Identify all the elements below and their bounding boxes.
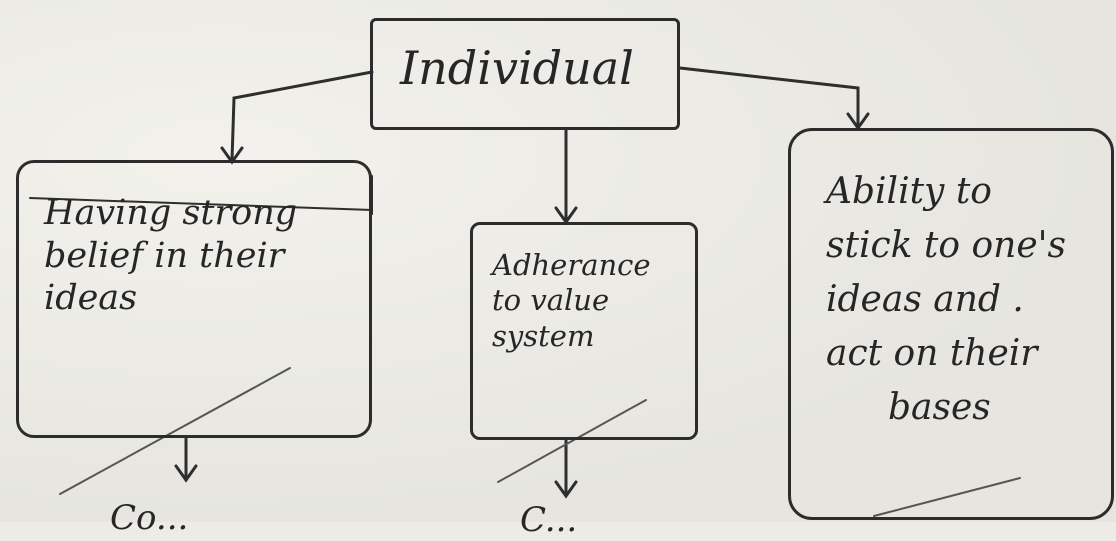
connector-root-left [230, 70, 374, 162]
root-node-label: Individual [400, 41, 634, 95]
child-node-right-box [788, 128, 1114, 520]
right-line-3: ideas and . [826, 279, 1024, 320]
right-line-5: bases [888, 387, 991, 428]
middle-line-1: Adherance [492, 248, 651, 282]
connector-root-right [678, 66, 860, 128]
arrowhead-left-down [174, 464, 198, 483]
arrowhead-middle-down [554, 480, 578, 499]
right-line-2: stick to one's [826, 225, 1066, 266]
child-node-left-label: Having strong belief in their ideas [44, 192, 297, 320]
child-node-middle-box [470, 222, 698, 440]
child-node-middle-label: Adherance to value system [492, 248, 651, 354]
left-line-3: ideas [44, 278, 138, 319]
scribble-middle [497, 399, 647, 483]
child-node-right-label: Ability to stick to one's ideas and . ac… [826, 165, 1066, 435]
right-line-1: Ability to [826, 171, 992, 212]
left-line-2: belief in their [44, 235, 285, 276]
connector-lines [29, 66, 1021, 517]
strike-line-left-top [29, 197, 373, 211]
bottom-middle-partial-text: C... [520, 500, 578, 540]
bottom-left-partial-text: Co... [110, 498, 189, 538]
child-node-left-box [16, 160, 372, 438]
middle-line-3: system [492, 318, 595, 353]
root-node-box [370, 18, 680, 130]
scribble-right [873, 477, 1021, 517]
scribble-left [59, 367, 291, 495]
middle-line-2: to value [492, 283, 610, 318]
left-line-1: Having strong [44, 193, 298, 233]
right-line-4: act on their [826, 333, 1038, 374]
